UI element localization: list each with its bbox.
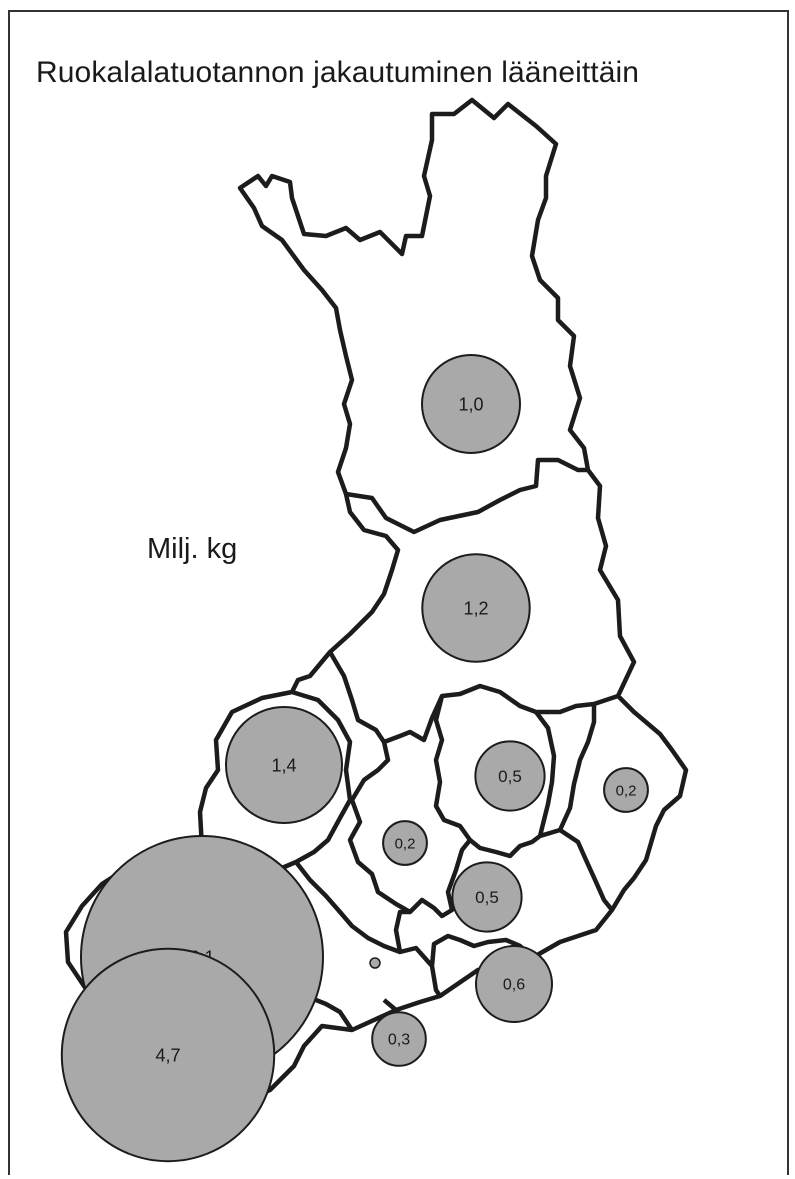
value-label: 0,6	[503, 977, 525, 994]
provincial-border-middle	[347, 741, 614, 919]
value-bubble	[382, 820, 428, 866]
value-label: 1,0	[458, 394, 483, 414]
value-bubble	[421, 354, 521, 454]
value-bubble	[451, 861, 523, 933]
provincial-border-north	[345, 457, 588, 535]
figure-frame	[8, 10, 789, 1175]
bubble-layer: 1,01,21,40,50,20,20,56,10,64,70,3	[60, 354, 649, 1163]
value-label: 0,2	[395, 835, 416, 852]
value-label: 0,5	[475, 888, 499, 907]
provincial-border-east	[433, 695, 597, 842]
value-bubble	[371, 1011, 427, 1067]
map-title: Ruokalalatuotannon jakautuminen lääneitt…	[36, 56, 640, 89]
provincial-border-central	[328, 650, 619, 745]
value-label: 0,5	[498, 767, 522, 786]
value-label: 0,2	[616, 782, 637, 799]
value-bubble	[475, 945, 553, 1023]
value-label: 1,4	[271, 755, 296, 775]
value-bubble	[225, 706, 343, 824]
provincial-border-south	[294, 860, 534, 1032]
value-bubble	[474, 740, 546, 812]
country-outline	[63, 97, 689, 1101]
value-bubble	[421, 553, 531, 663]
value-bubble	[60, 947, 276, 1163]
value-label: 4,7	[155, 1045, 180, 1065]
value-label: 1,2	[463, 598, 488, 618]
location-dot	[369, 957, 381, 969]
national-border	[63, 97, 689, 1101]
value-bubble	[603, 767, 649, 813]
unit-label: Milj. kg	[147, 533, 238, 565]
value-label: 0,3	[388, 1032, 410, 1049]
